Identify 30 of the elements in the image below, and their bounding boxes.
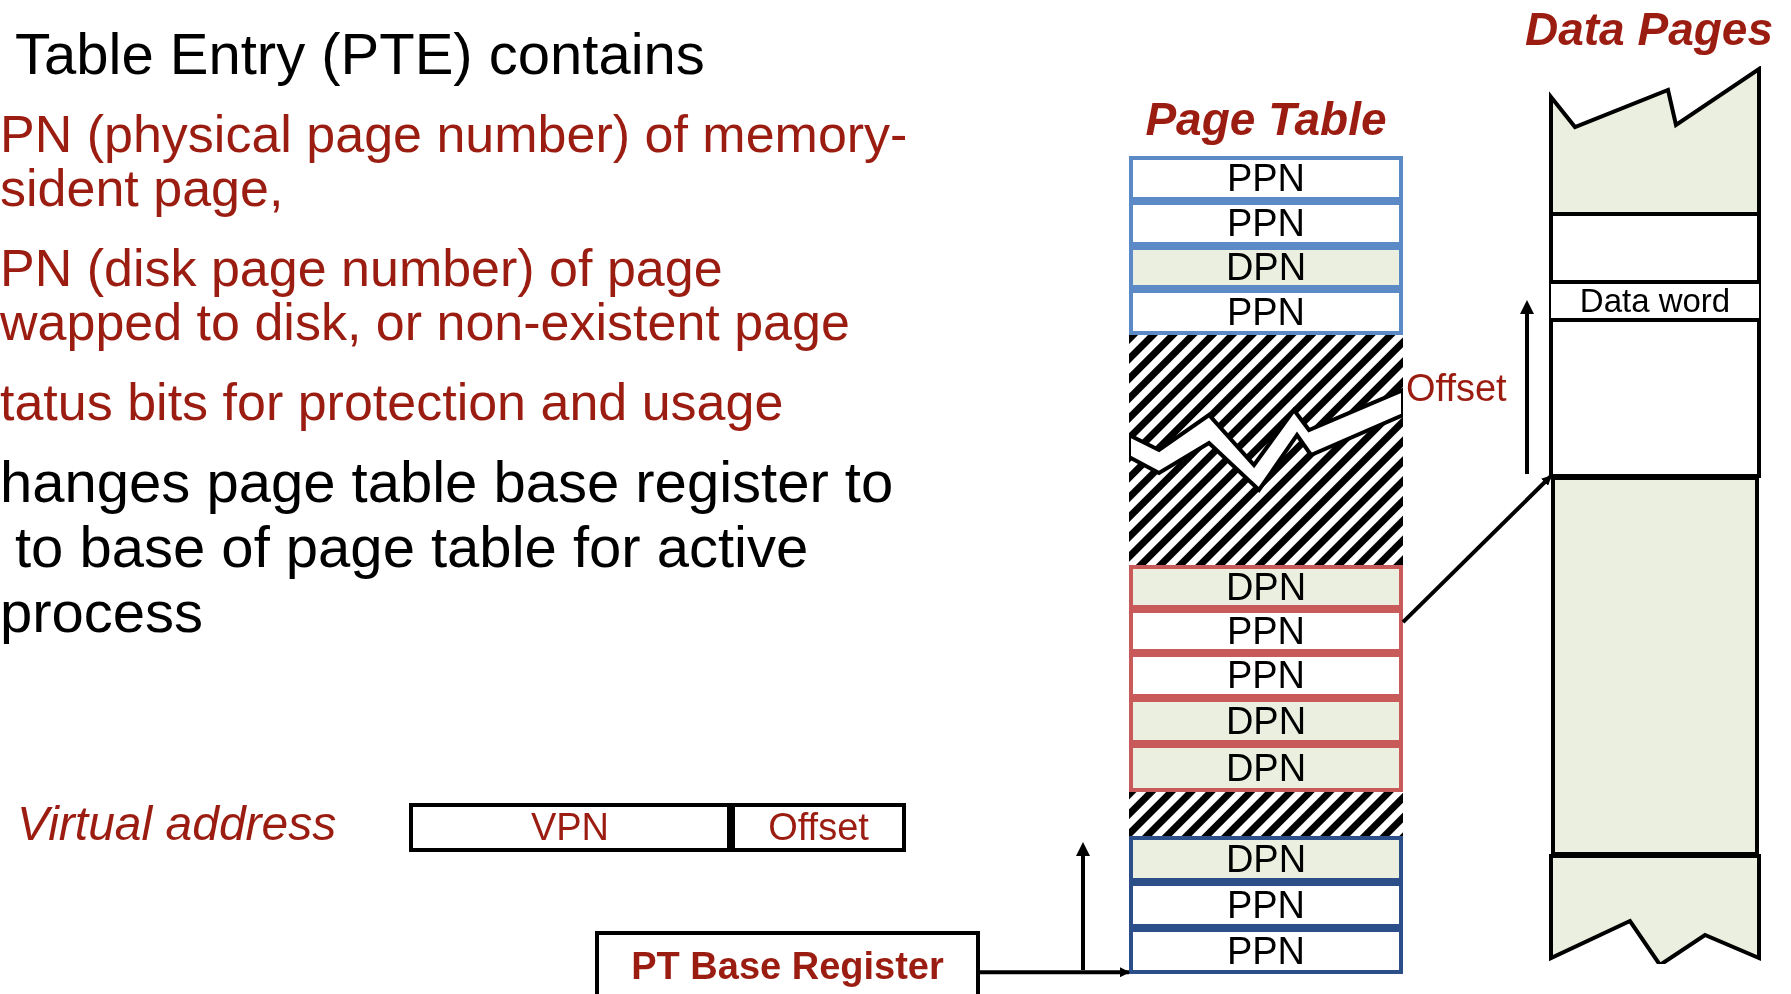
bullet-text-line: hanges page table base register to <box>0 450 894 514</box>
table-entry: PPN <box>1129 156 1403 201</box>
page-table-title: Page Table <box>1144 92 1388 146</box>
bullet-text-line: process <box>0 580 204 644</box>
table-entry: DPN <box>1129 836 1403 882</box>
bullet-text-line: PN (disk page number) of page <box>0 240 723 298</box>
table-entry: PPN <box>1129 289 1403 335</box>
arrow <box>1401 474 1553 624</box>
bullet-text-line: tatus bits for protection and usage <box>0 374 784 432</box>
arrow <box>980 967 1130 978</box>
offset-label: Offset <box>1406 368 1507 410</box>
table-entry: PPN <box>1129 882 1403 928</box>
virtual-address-label: Virtual address <box>17 798 337 851</box>
table-entry: PPN <box>1129 928 1403 974</box>
table-entry: PPN <box>1129 201 1403 246</box>
table-entry: DPN <box>1129 246 1403 289</box>
address-field: Offset <box>731 803 906 852</box>
table-entry: DPN <box>1129 698 1403 744</box>
bullet-text-line: to base of page table for active <box>15 515 809 579</box>
data-pages-title: Data Pages <box>1524 2 1774 56</box>
data-page-block <box>1551 476 1759 856</box>
table-entry: DPN <box>1129 744 1403 792</box>
table-entry: DPN <box>1129 565 1403 609</box>
bullet-text-line: PN (physical page number) of memory- <box>0 106 908 164</box>
data-word-slot: Data word <box>1551 280 1759 322</box>
bullet-text-line: Table Entry (PTE) contains <box>15 22 705 86</box>
register-box: PT Base Register <box>595 931 980 994</box>
table-entry: PPN <box>1129 653 1403 698</box>
address-field: VPN <box>409 803 731 852</box>
table-entry: PPN <box>1129 609 1403 653</box>
